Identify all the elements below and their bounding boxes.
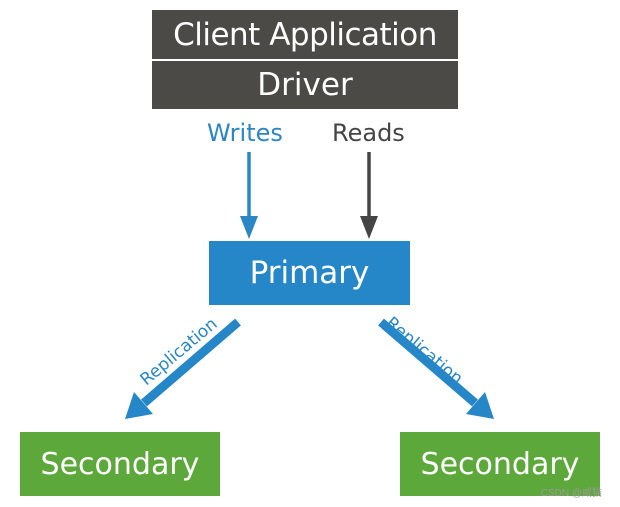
writes-label: Writes (207, 119, 283, 147)
writes-arrow (240, 152, 258, 239)
primary-label: Primary (249, 255, 370, 291)
replication-right-arrow (378, 318, 494, 419)
driver-label: Driver (257, 67, 353, 103)
secondary-left-box: Secondary (20, 432, 220, 496)
secondary-right-label: Secondary (420, 446, 580, 482)
primary-box: Primary (209, 241, 410, 305)
driver-box: Driver (152, 61, 458, 109)
reads-label: Reads (332, 119, 405, 147)
secondary-left-label: Secondary (40, 446, 200, 482)
watermark: CSDN @威猫 (540, 488, 602, 499)
client-application-label: Client Application (173, 16, 437, 53)
client-application-box: Client Application (152, 10, 458, 59)
reads-arrow (360, 152, 378, 239)
replication-left-arrow (125, 318, 241, 419)
secondary-right-box: Secondary (400, 432, 600, 496)
